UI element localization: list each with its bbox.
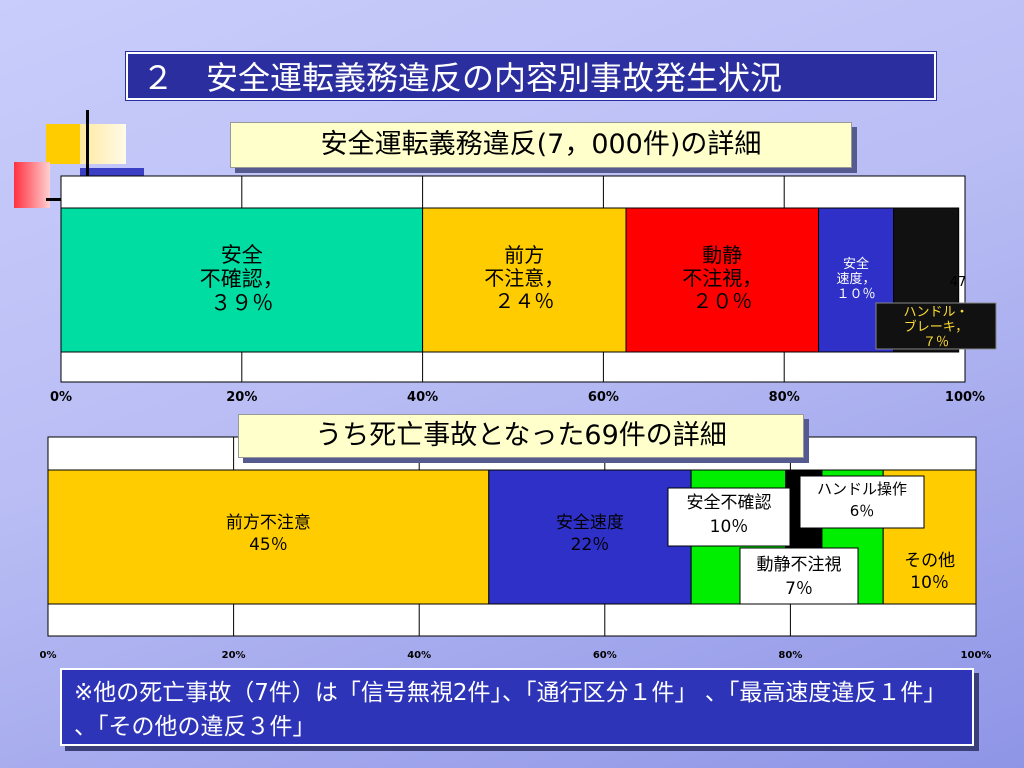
chart-2-data-label: 安全速度 <box>556 513 624 533</box>
chart-1-data-label: 前方 <box>504 243 544 267</box>
chart-2-tick-label: 80% <box>778 650 802 661</box>
chart-2-title: うち死亡事故となった69件の詳細 <box>238 414 804 458</box>
chart-1-data-label: 不注意， <box>484 266 564 290</box>
chart-1-extra-label: 47 <box>950 275 967 290</box>
chart-1-data-label: ２４％ <box>494 289 554 313</box>
chart-2-data-label: その他 <box>904 551 955 571</box>
chart-2-callout-box <box>667 487 791 547</box>
chart-2-data-label: 動静不注視 <box>757 555 842 575</box>
chart-1-bar-segment <box>625 207 820 353</box>
chart-2-callout-box <box>799 475 925 529</box>
footnote-box: ※他の死亡事故（7件）は「信号無視2件」、「通行区分１件」 、「最高速度違反１件… <box>60 668 974 746</box>
chart-1-data-label: 不注視， <box>682 266 762 290</box>
chart-1-tick-label: 0% <box>50 390 72 405</box>
chart-1-data-label: 不確認， <box>200 267 284 291</box>
chart-2-tick-label: 20% <box>222 650 246 661</box>
chart-2-tick-label: 0% <box>40 650 57 661</box>
chart-2-tick-label: 60% <box>593 650 617 661</box>
chart-2-bar-segment <box>488 469 692 605</box>
chart-1-data-label: 安全 <box>221 243 263 267</box>
chart-2-tick-label: 40% <box>407 650 431 661</box>
chart-1-bar-segment <box>60 207 424 353</box>
chart-1-tick-label: 80% <box>769 390 800 405</box>
chart-1-tick-label: 100% <box>945 390 985 405</box>
chart-1-data-label: ７％ <box>923 335 949 350</box>
chart-2-data-label: 10％ <box>910 573 949 593</box>
chart-2-data-label: 前方不注意 <box>226 513 311 533</box>
chart-1-title: 安全運転義務違反(7，000件)の詳細 <box>230 122 852 168</box>
chart-1-data-label: ３９％ <box>210 291 273 315</box>
chart-1-bar-segment <box>422 207 627 353</box>
chart-1-data-label: ２０％ <box>692 289 752 313</box>
chart-1-tick-label: 60% <box>588 390 619 405</box>
chart-2-tick-label: 100% <box>961 650 992 661</box>
chart-1-data-label: 速度， <box>837 271 876 287</box>
chart-1-callout-box <box>875 302 997 350</box>
chart-1-tick-label: 20% <box>226 390 257 405</box>
chart-1-tick-label: 40% <box>407 390 438 405</box>
chart-2-data-label: 22％ <box>571 535 610 555</box>
chart-2-bar-segment <box>47 469 490 605</box>
chart-2-data-label: 6％ <box>850 502 875 520</box>
chart-2-data-label: 45％ <box>249 535 288 555</box>
chart-2-data-label: 10％ <box>710 517 749 537</box>
slide-title: ２ 安全運転義務違反の内容別事故発生状況 <box>126 52 936 100</box>
chart-2-data-label: 7％ <box>785 579 813 599</box>
chart-1-data-label: ハンドル・ <box>903 305 968 320</box>
chart-1-data-label: ブレーキ， <box>904 319 969 335</box>
chart-1-data-label: 安全 <box>843 256 869 272</box>
chart-1-data-label: １０％ <box>837 287 876 302</box>
chart-1-data-label: 動静 <box>702 243 742 267</box>
chart-2-callout-box <box>739 547 859 605</box>
chart-2-data-label: ハンドル操作 <box>817 480 907 498</box>
chart-2-data-label: 安全不確認 <box>687 493 772 513</box>
